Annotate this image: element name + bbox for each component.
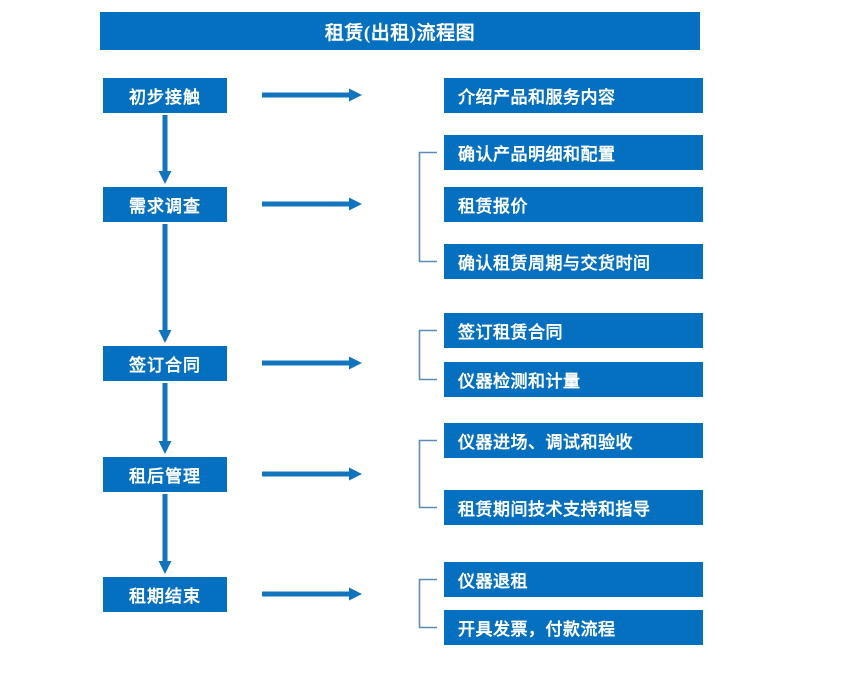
stage-box-1[interactable]: 初步接触 xyxy=(103,78,227,113)
detail-box-5-1[interactable]: 仪器退租 xyxy=(444,562,703,597)
group-bracket-1 xyxy=(416,149,440,264)
group-bracket-4 xyxy=(416,576,440,630)
stage-box-4[interactable]: 租后管理 xyxy=(103,457,227,492)
detail-box-3-2[interactable]: 仪器检测和计量 xyxy=(444,362,703,397)
detail-box-1-1[interactable]: 介绍产品和服务内容 xyxy=(444,78,703,113)
page-title: 租赁(出租)流程图 xyxy=(100,12,700,50)
group-bracket-3 xyxy=(416,437,440,510)
detail-box-4-1[interactable]: 仪器进场、调试和验收 xyxy=(444,423,703,458)
vertical-arrow-1 xyxy=(154,107,176,192)
horizontal-arrow-2 xyxy=(254,193,370,215)
stage-box-3[interactable]: 签订合同 xyxy=(103,346,227,381)
group-bracket-2 xyxy=(416,327,440,382)
stage-box-5[interactable]: 租期结束 xyxy=(103,577,227,612)
vertical-arrow-2 xyxy=(154,216,176,351)
detail-box-2-2[interactable]: 租赁报价 xyxy=(444,187,703,222)
horizontal-arrow-4 xyxy=(254,463,370,485)
vertical-arrow-3 xyxy=(154,375,176,462)
detail-box-2-1[interactable]: 确认产品明细和配置 xyxy=(444,135,703,170)
detail-box-2-3[interactable]: 确认租赁周期与交货时间 xyxy=(444,244,703,279)
horizontal-arrow-5 xyxy=(254,583,370,605)
horizontal-arrow-1 xyxy=(254,84,370,106)
stage-box-2[interactable]: 需求调查 xyxy=(103,187,227,222)
detail-box-3-1[interactable]: 签订租赁合同 xyxy=(444,313,703,348)
detail-box-4-2[interactable]: 租赁期间技术支持和指导 xyxy=(444,490,703,525)
detail-box-5-2[interactable]: 开具发票，付款流程 xyxy=(444,610,703,645)
horizontal-arrow-3 xyxy=(254,352,370,374)
vertical-arrow-4 xyxy=(154,486,176,582)
